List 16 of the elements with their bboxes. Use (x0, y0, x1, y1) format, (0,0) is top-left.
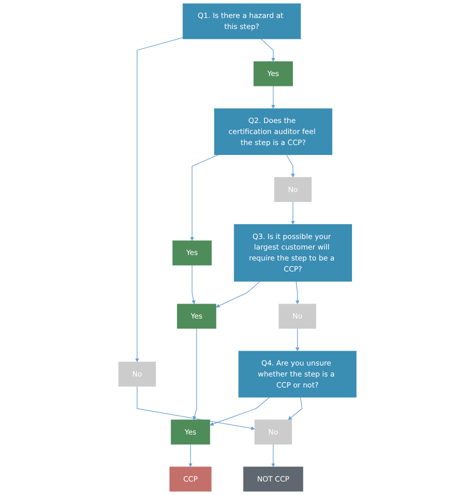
arrow (295, 328, 299, 352)
arrow (215, 281, 260, 308)
arrow (286, 154, 294, 178)
arrow (191, 264, 196, 304)
arrow (190, 154, 219, 241)
arrow (260, 38, 275, 62)
arrow (288, 396, 302, 420)
arrow (136, 386, 254, 430)
arrow (270, 444, 275, 468)
arrow (192, 328, 196, 420)
arrow (134, 37, 183, 362)
arrow (295, 281, 299, 304)
arrow (290, 201, 294, 225)
arrow (209, 396, 270, 426)
arrow (270, 86, 275, 109)
arrow (188, 444, 192, 468)
